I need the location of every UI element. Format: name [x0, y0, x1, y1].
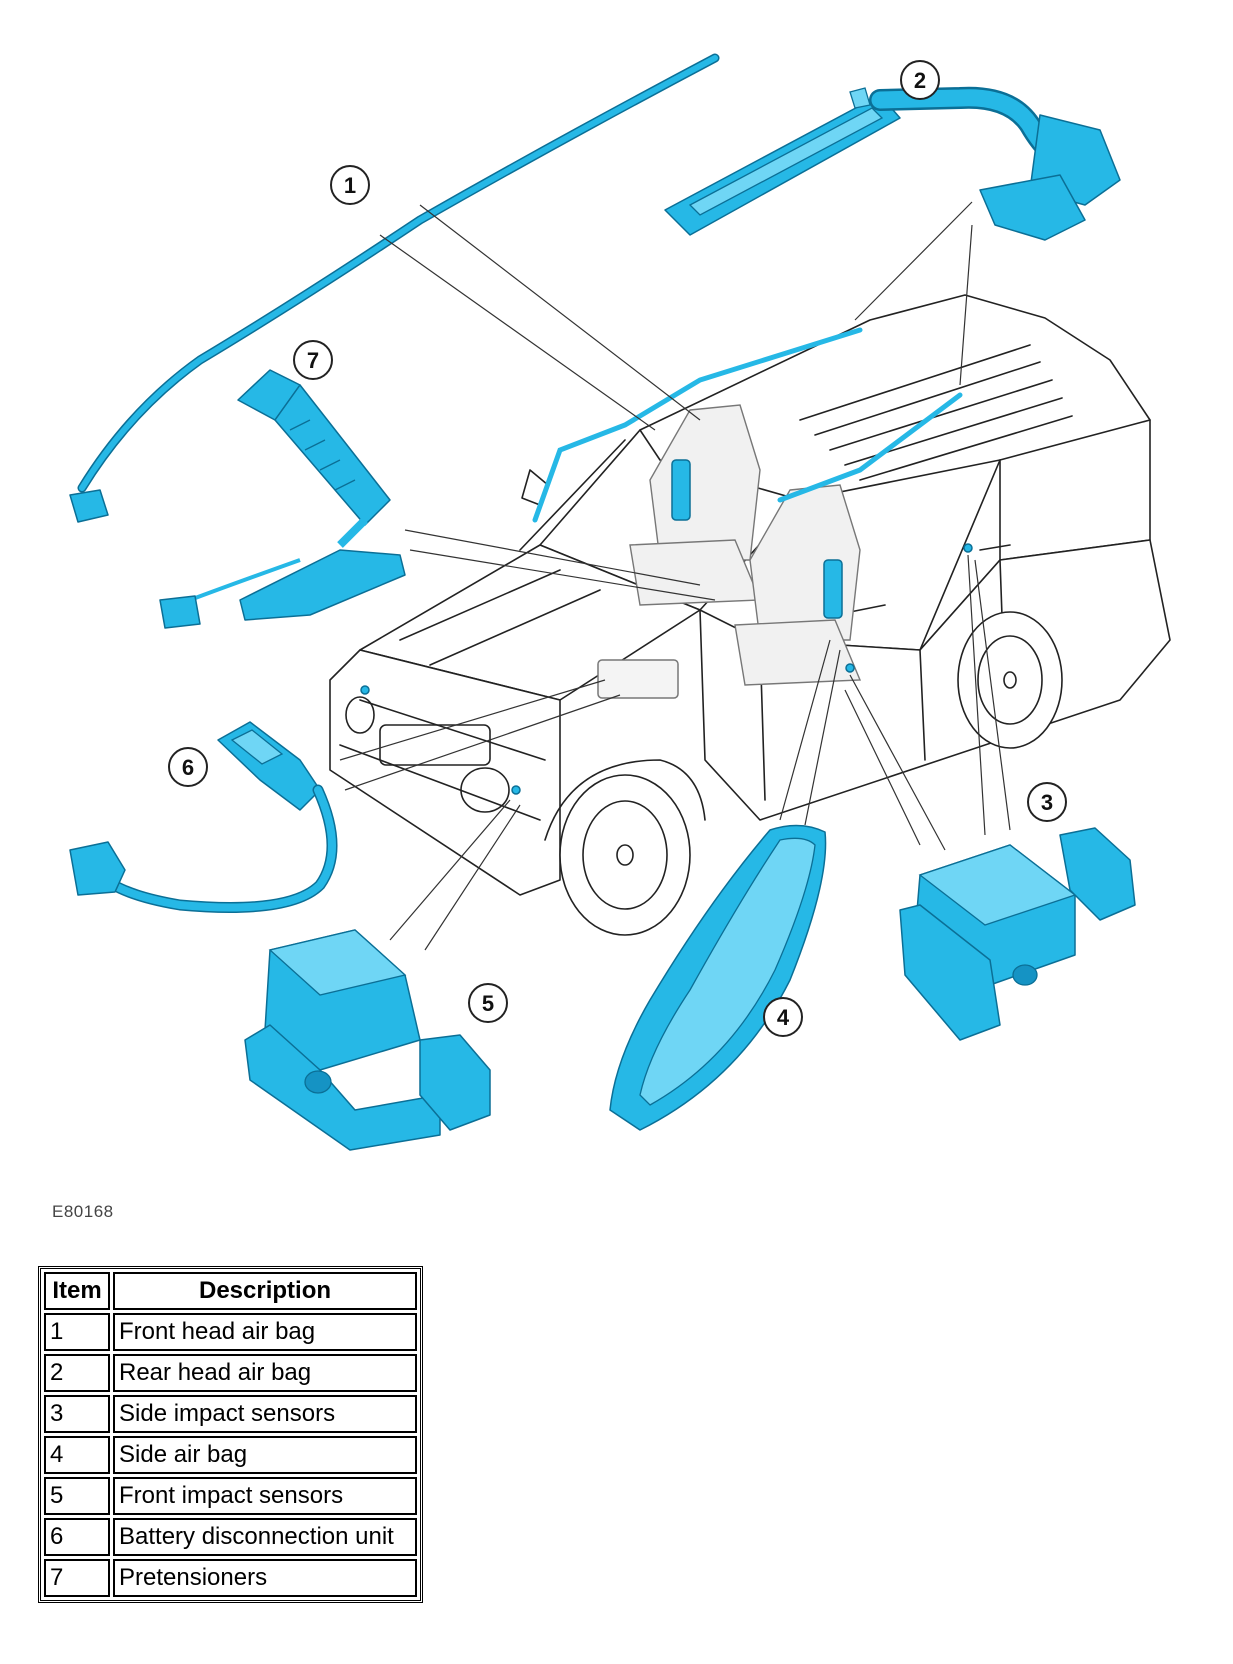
seats	[629, 404, 862, 686]
battery-disconnection-unit	[69, 721, 338, 913]
legend-item-number: 1	[44, 1313, 110, 1351]
callout-3: 3	[1027, 782, 1067, 822]
vehicle-outline	[329, 294, 1171, 936]
legend-item-description: Front impact sensors	[113, 1477, 417, 1515]
side-impact-sensor	[899, 827, 1136, 1041]
legend-item-description: Side air bag	[113, 1436, 417, 1474]
pretensioners	[159, 369, 406, 629]
svg-text:4: 4	[777, 1005, 790, 1030]
table-row: 4 Side air bag	[44, 1436, 417, 1474]
svg-text:7: 7	[307, 348, 319, 373]
callout-4: 4	[763, 997, 803, 1037]
legend-item-description: Side impact sensors	[113, 1395, 417, 1433]
legend-item-description: Pretensioners	[113, 1559, 417, 1597]
svg-text:3: 3	[1041, 790, 1053, 815]
front-impact-sensor	[244, 929, 491, 1151]
legend-header-item: Item	[44, 1272, 110, 1310]
table-row: 7 Pretensioners	[44, 1559, 417, 1597]
callout-6: 6	[168, 747, 208, 787]
legend-item-number: 5	[44, 1477, 110, 1515]
svg-text:1: 1	[344, 173, 356, 198]
table-row: 2 Rear head air bag	[44, 1354, 417, 1392]
legend-item-description: Battery disconnection unit	[113, 1518, 417, 1556]
figure-id-label: E80168	[52, 1202, 114, 1221]
callout-7: 7	[293, 340, 333, 380]
legend-header-row: Item Description	[44, 1272, 417, 1310]
legend-table: Item Description 1 Front head air bag 2 …	[38, 1266, 423, 1603]
callout-5: 5	[468, 983, 508, 1023]
table-row: 5 Front impact sensors	[44, 1477, 417, 1515]
svg-text:2: 2	[914, 68, 926, 93]
legend-item-number: 4	[44, 1436, 110, 1474]
svg-text:5: 5	[482, 991, 494, 1016]
legend-item-number: 3	[44, 1395, 110, 1433]
front-head-air-bag	[69, 53, 720, 523]
rear-head-air-bag	[664, 86, 1121, 241]
legend-item-number: 2	[44, 1354, 110, 1392]
in-vehicle-components	[360, 327, 973, 795]
legend-item-description: Front head air bag	[113, 1313, 417, 1351]
svg-text:6: 6	[182, 755, 194, 780]
legend-header-description: Description	[113, 1272, 417, 1310]
legend-item-number: 7	[44, 1559, 110, 1597]
table-row: 6 Battery disconnection unit	[44, 1518, 417, 1556]
callout-2: 2	[900, 60, 940, 100]
legend-item-description: Rear head air bag	[113, 1354, 417, 1392]
callout-1: 1	[330, 165, 370, 205]
airbag-system-diagram: 1 2 3 4 5 6 7	[69, 53, 1171, 1151]
legend-item-number: 6	[44, 1518, 110, 1556]
table-row: 3 Side impact sensors	[44, 1395, 417, 1433]
table-row: 1 Front head air bag	[44, 1313, 417, 1351]
side-air-bag	[609, 824, 827, 1131]
leader-lines	[339, 201, 1011, 951]
